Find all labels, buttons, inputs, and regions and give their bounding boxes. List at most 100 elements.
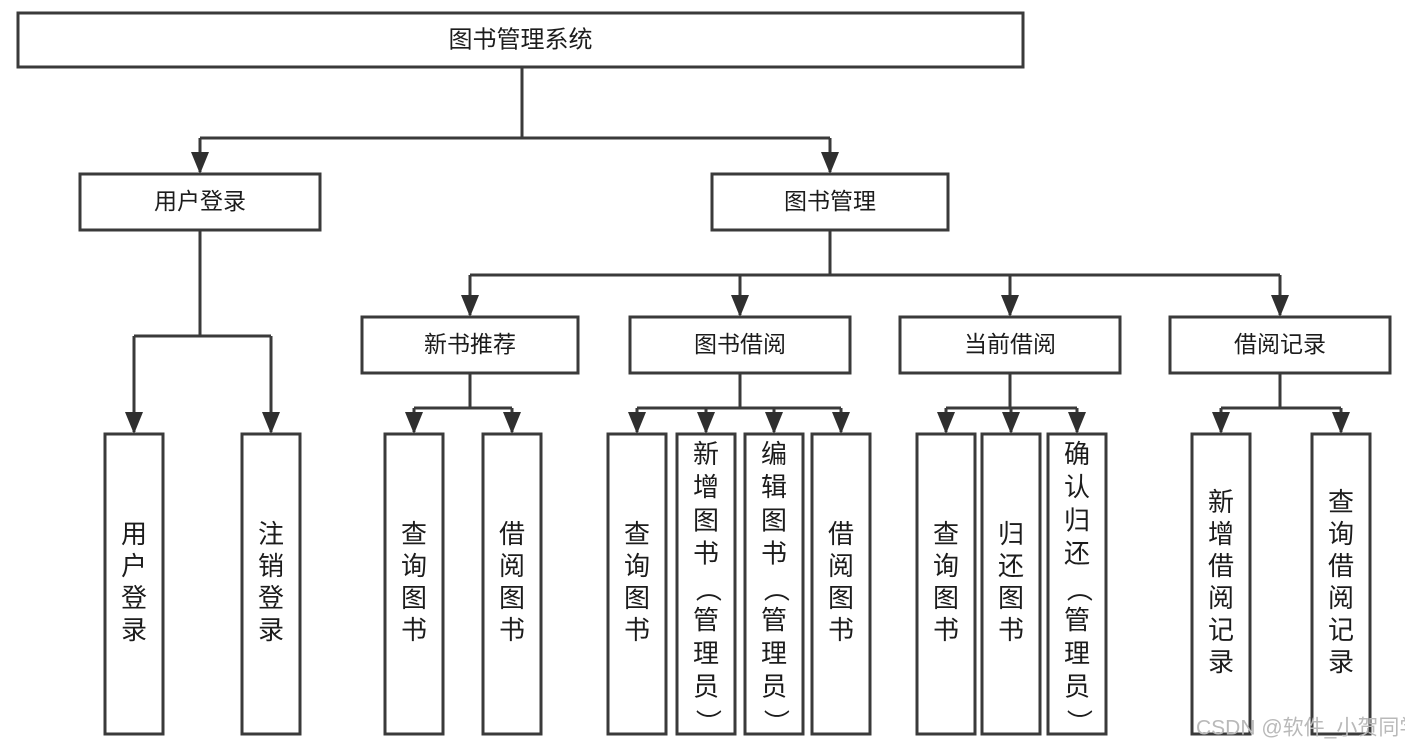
label-char: ） xyxy=(761,709,791,735)
label-char: （ xyxy=(693,576,723,602)
label-char: 登 xyxy=(258,583,284,613)
label-char: 书 xyxy=(693,539,719,569)
node-box-book-borrow[interactable] xyxy=(628,315,852,375)
label-char: 销 xyxy=(258,551,284,581)
label-char: 阅 xyxy=(499,551,525,581)
label-char: 理 xyxy=(693,638,719,668)
label-char: 查 xyxy=(624,519,650,549)
label-char: 记 xyxy=(1208,615,1234,645)
node-label-book-borrow: 图书借阅 xyxy=(694,331,786,357)
node-box-leaf-query-book-recommend[interactable] xyxy=(383,432,445,736)
node-box-leaf-borrow-book-recommend[interactable] xyxy=(481,432,543,736)
node-box-user-login[interactable] xyxy=(78,172,322,232)
node-box-leaf-query-book-current[interactable] xyxy=(915,432,977,736)
connector-bookmgmt-to-level2 xyxy=(461,230,1289,317)
label-char: 书 xyxy=(761,539,787,569)
node-label-user-login: 用户登录 xyxy=(154,188,246,214)
label-char: 阅 xyxy=(1208,583,1234,613)
label-char: 管 xyxy=(693,605,719,635)
node-box-leaf-add-borrow-record[interactable] xyxy=(1190,432,1252,736)
node-new-book-recommend[interactable]: 新书推荐 xyxy=(360,315,580,375)
label-char: 图 xyxy=(624,583,650,613)
label-char: 户 xyxy=(121,551,147,581)
label-char: 询 xyxy=(624,551,650,581)
node-box-root[interactable] xyxy=(16,11,1025,69)
connector-record-to-leaves xyxy=(1212,373,1350,434)
node-box-leaf-edit-book-admin[interactable] xyxy=(743,432,805,736)
node-box-leaf-confirm-return-admin[interactable] xyxy=(1046,432,1108,736)
label-char: 增 xyxy=(1208,519,1234,549)
node-box-leaf-query-book-borrow[interactable] xyxy=(606,432,668,736)
label-char: 借 xyxy=(1208,551,1234,581)
node-book-management[interactable]: 图书管理 xyxy=(710,172,950,232)
node-current-borrow[interactable]: 当前借阅 xyxy=(898,315,1122,375)
label-char: 录 xyxy=(1328,647,1354,677)
label-char: 录 xyxy=(121,615,147,645)
node-user-login[interactable]: 用户登录 xyxy=(78,172,322,232)
node-box-leaf-borrow-book[interactable] xyxy=(810,432,872,736)
node-box-current-borrow[interactable] xyxy=(898,315,1122,375)
label-char: 管 xyxy=(1064,605,1090,635)
node-box-book-management[interactable] xyxy=(710,172,950,232)
node-label-new-book-recommend: 新书推荐 xyxy=(424,331,516,357)
node-box-leaf-return-book[interactable] xyxy=(980,432,1042,736)
label-char: 查 xyxy=(933,519,959,549)
node-box-leaf-query-borrow-record[interactable] xyxy=(1310,432,1372,736)
node-borrow-record[interactable]: 借阅记录 xyxy=(1168,315,1392,375)
label-char: 图 xyxy=(828,583,854,613)
label-char: 理 xyxy=(1064,638,1090,668)
connector-userlogin-to-leaves xyxy=(125,230,280,434)
label-char: 员 xyxy=(1064,672,1090,702)
node-box-leaf-add-book-admin[interactable] xyxy=(675,432,737,736)
node-layer: 图书管理系统用户登录图书管理新书推荐图书借阅当前借阅借阅记录用户登录注销登录查询… xyxy=(16,11,1392,736)
node-book-borrow[interactable]: 图书借阅 xyxy=(628,315,852,375)
label-char: 理 xyxy=(761,638,787,668)
label-char: 增 xyxy=(693,472,719,502)
label-char: 书 xyxy=(499,615,525,645)
node-box-leaf-user-login[interactable] xyxy=(103,432,165,736)
label-char: 员 xyxy=(761,672,787,702)
node-box-new-book-recommend[interactable] xyxy=(360,315,580,375)
label-char: 借 xyxy=(828,519,854,549)
node-leaf-user-login[interactable]: 用户登录 xyxy=(103,432,165,736)
label-char: 还 xyxy=(1064,539,1090,569)
label-char: 借 xyxy=(1328,551,1354,581)
node-box-borrow-record[interactable] xyxy=(1168,315,1392,375)
watermark-layer: CSDN @软件_小贺同学 xyxy=(1196,717,1405,740)
label-char: 登 xyxy=(121,583,147,613)
node-root[interactable]: 图书管理系统 xyxy=(16,11,1025,69)
label-char: 书 xyxy=(998,615,1024,645)
node-label-current-borrow: 当前借阅 xyxy=(964,331,1056,357)
node-box-leaf-user-logout[interactable] xyxy=(240,432,302,736)
label-char: 记 xyxy=(1328,615,1354,645)
label-char: 阅 xyxy=(1328,583,1354,613)
label-char: 图 xyxy=(499,583,525,613)
connector-borrow-to-leaves xyxy=(628,373,850,434)
label-char: 查 xyxy=(401,519,427,549)
connector-current-to-leaves xyxy=(937,373,1086,434)
label-char: 归 xyxy=(998,519,1024,549)
label-char: 书 xyxy=(624,615,650,645)
label-char: ） xyxy=(693,709,723,735)
node-label-root: 图书管理系统 xyxy=(449,26,593,53)
